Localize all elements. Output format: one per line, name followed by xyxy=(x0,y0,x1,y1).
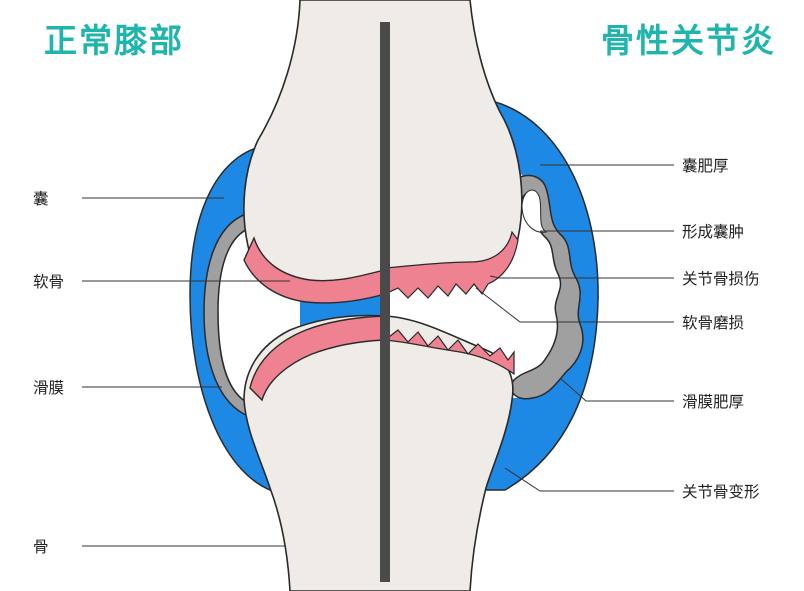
label-bone-damage: 关节骨损伤 xyxy=(682,270,760,288)
tibia xyxy=(243,314,514,591)
leader-bone-deform xyxy=(504,467,674,492)
leader-synovium-thick xyxy=(559,377,674,402)
label-cyst-formation: 形成囊肿 xyxy=(682,223,745,241)
cyst xyxy=(521,189,548,233)
label-bone: 骨 xyxy=(33,538,49,556)
title-osteoarthritis: 骨性关节炎 xyxy=(601,21,776,60)
label-bone-deformation: 关节骨变形 xyxy=(682,483,760,501)
leader-lines-right xyxy=(475,164,674,492)
title-normal-knee: 正常膝部 xyxy=(44,21,184,60)
label-cartilage: 软骨 xyxy=(33,273,65,291)
cartilage-lower-damaged xyxy=(383,329,515,376)
label-synovium-thickening: 滑膜肥厚 xyxy=(682,393,745,411)
leader-lines-left xyxy=(82,197,290,547)
leader-cartilage-wear xyxy=(475,287,674,323)
cartilage-upper-damaged xyxy=(384,230,519,299)
label-capsule: 囊 xyxy=(33,190,49,208)
center-divider xyxy=(380,22,390,582)
label-cartilage-wear: 软骨磨损 xyxy=(682,314,745,332)
label-synovium: 滑膜 xyxy=(33,379,65,397)
leader-bone-damage xyxy=(489,275,674,279)
label-capsule-thickening: 囊肥厚 xyxy=(682,157,729,175)
